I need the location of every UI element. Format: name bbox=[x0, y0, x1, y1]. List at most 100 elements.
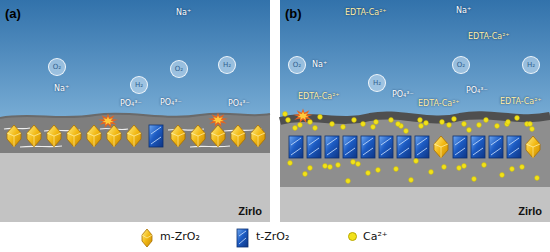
calcium-dot bbox=[303, 172, 308, 177]
calcium-dot bbox=[298, 123, 303, 128]
gas-bubble: H₂ bbox=[522, 56, 540, 74]
ion-label: EDTA-Ca²⁺ bbox=[500, 97, 542, 107]
t-zro2-crystal bbox=[307, 136, 321, 158]
ion-label: PO₄³⁻ bbox=[160, 98, 182, 108]
calcium-dot bbox=[515, 116, 520, 121]
t-zro2-crystal bbox=[149, 125, 163, 147]
t-zro2-crystal bbox=[507, 136, 521, 158]
crystal-facet bbox=[251, 133, 265, 136]
crystal-streak bbox=[291, 148, 301, 155]
calcium-dot bbox=[404, 129, 409, 134]
bubble-text: O₂ bbox=[53, 64, 61, 71]
oxide-layer bbox=[280, 112, 550, 187]
bubble-text: H₂ bbox=[223, 62, 231, 69]
m-zro2-icon-facet bbox=[142, 235, 152, 238]
crystal-facet bbox=[74, 136, 75, 147]
m-zro2-crystal bbox=[211, 125, 225, 147]
calcium-dot bbox=[336, 163, 341, 168]
crystal-facet bbox=[34, 136, 35, 147]
crystal-streak bbox=[363, 138, 373, 145]
crystal-streak bbox=[345, 138, 355, 145]
crystal-facet bbox=[114, 136, 115, 147]
calcium-dot bbox=[424, 121, 429, 126]
m-zro2-crystal bbox=[107, 125, 121, 147]
gas-bubble: H₂ bbox=[130, 76, 148, 94]
ion-label: EDTA-Ca²⁺ bbox=[418, 99, 460, 109]
calcium-dot bbox=[418, 118, 423, 123]
t-zro2-crystal bbox=[453, 136, 467, 158]
calcium-dot bbox=[313, 126, 318, 131]
crystal-facet bbox=[218, 136, 219, 147]
crystal-streak bbox=[455, 138, 465, 145]
legend-swatch bbox=[348, 232, 357, 241]
crystal-streak bbox=[509, 148, 519, 155]
bubble-text: H₂ bbox=[135, 82, 143, 89]
m-zro2-crystal bbox=[127, 125, 141, 147]
calcium-dot bbox=[495, 124, 500, 129]
t-zro2-icon-streak bbox=[239, 231, 246, 236]
calcium-dot bbox=[361, 122, 366, 127]
crystal-streak bbox=[151, 127, 161, 134]
ion-label: PO₄³⁻ bbox=[392, 90, 414, 100]
calcium-dot bbox=[442, 165, 447, 170]
calcium-dot bbox=[477, 123, 482, 128]
m-zro2-crystal bbox=[251, 125, 265, 147]
crystal-streak bbox=[309, 138, 319, 145]
m-zro2-crystal bbox=[231, 125, 245, 147]
crystal-facet bbox=[198, 136, 199, 147]
bubble-text: H₂ bbox=[373, 80, 381, 87]
explosion bbox=[293, 109, 313, 124]
crystal-streak bbox=[309, 148, 319, 155]
calcium-dot bbox=[530, 127, 535, 132]
gas-bubble: O₂ bbox=[170, 60, 188, 78]
crystal-streak bbox=[151, 137, 161, 144]
m-zro2-crystal bbox=[434, 136, 448, 158]
crystal-facet bbox=[441, 147, 442, 158]
crystal-facet bbox=[127, 133, 141, 136]
t-zro2-crystal bbox=[489, 136, 503, 158]
crystal-streak bbox=[345, 148, 355, 155]
legend-entry: Ca²⁺ bbox=[348, 230, 388, 243]
t-zro2-crystal bbox=[379, 136, 393, 158]
calcium-dot bbox=[528, 122, 533, 127]
calcium-dot bbox=[396, 122, 401, 127]
crystal-facet bbox=[67, 133, 81, 136]
zirlo-substrate: Zirlo bbox=[280, 187, 550, 222]
calcium-dot bbox=[308, 166, 313, 171]
m-zro2-crystal bbox=[87, 125, 101, 147]
calcium-dot bbox=[293, 126, 298, 131]
calcium-dot bbox=[288, 161, 293, 166]
calcium-dot bbox=[318, 115, 323, 120]
m-zro2-icon bbox=[142, 229, 152, 247]
crystal-facet bbox=[47, 133, 61, 136]
calcium-dot bbox=[472, 177, 477, 182]
water-background bbox=[280, 0, 550, 222]
gas-bubble: H₂ bbox=[368, 74, 386, 92]
ion-label: Na⁺ bbox=[176, 8, 191, 18]
oxide-layer bbox=[0, 114, 270, 153]
calcium-dot bbox=[374, 120, 379, 125]
m-zro2-crystal bbox=[27, 125, 41, 147]
substrate-label: Zirlo bbox=[518, 205, 542, 217]
calcium-dot bbox=[409, 178, 414, 183]
bubble-text: O₂ bbox=[457, 62, 465, 69]
gas-bubble: O₂ bbox=[288, 56, 306, 74]
m-zro2-crystal bbox=[7, 125, 21, 147]
t-zro2-crystal bbox=[397, 136, 411, 158]
crystal-facet bbox=[94, 136, 95, 147]
ion-label: Na⁺ bbox=[312, 60, 327, 70]
calcium-dot bbox=[394, 167, 399, 172]
calcium-dot bbox=[286, 118, 291, 123]
calcium-dot bbox=[440, 120, 445, 125]
calcium-dots bbox=[283, 112, 540, 184]
calcium-dot bbox=[419, 124, 424, 129]
m-zro2-crystal bbox=[191, 125, 205, 147]
t-zro2-crystal bbox=[289, 136, 303, 158]
crystal-facet bbox=[178, 136, 179, 147]
calcium-dot bbox=[484, 118, 489, 123]
crystal-facet bbox=[27, 133, 41, 136]
t-zro2-icon bbox=[237, 229, 248, 247]
crystal-streak bbox=[417, 138, 427, 145]
calcium-dot bbox=[447, 123, 452, 128]
legend-text: m-ZrO₂ bbox=[160, 230, 200, 243]
